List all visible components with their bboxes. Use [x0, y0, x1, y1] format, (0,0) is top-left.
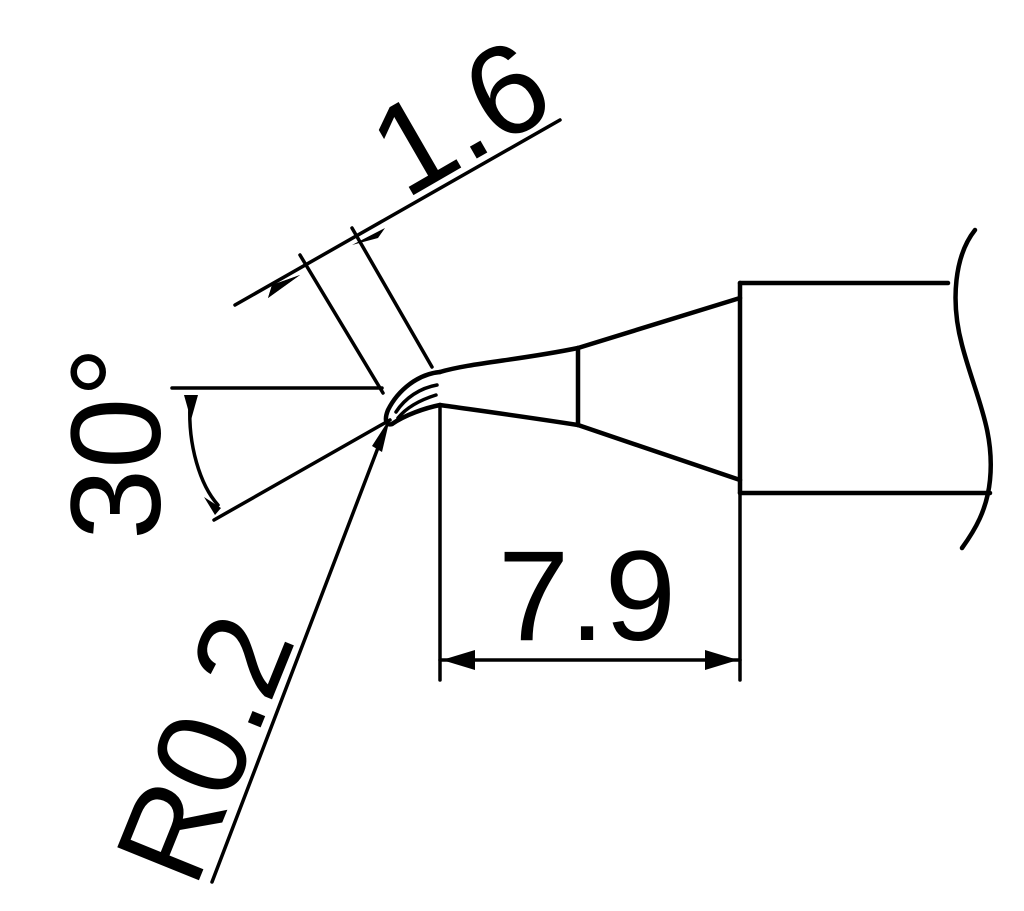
length-label: 7.9: [498, 525, 676, 668]
width-label: 1.6: [348, 11, 574, 224]
tip-point: [383, 369, 443, 427]
break-line: [953, 227, 993, 551]
width-dimension: 1.6: [233, 11, 574, 395]
angle-dimension: 30°: [45, 346, 392, 540]
tip-shank: [737, 227, 993, 551]
length-dimension: 7.9: [438, 406, 742, 682]
radius-label: R0.2: [88, 596, 322, 900]
angle-label: 30°: [45, 346, 188, 540]
tip-cone: [437, 295, 743, 483]
